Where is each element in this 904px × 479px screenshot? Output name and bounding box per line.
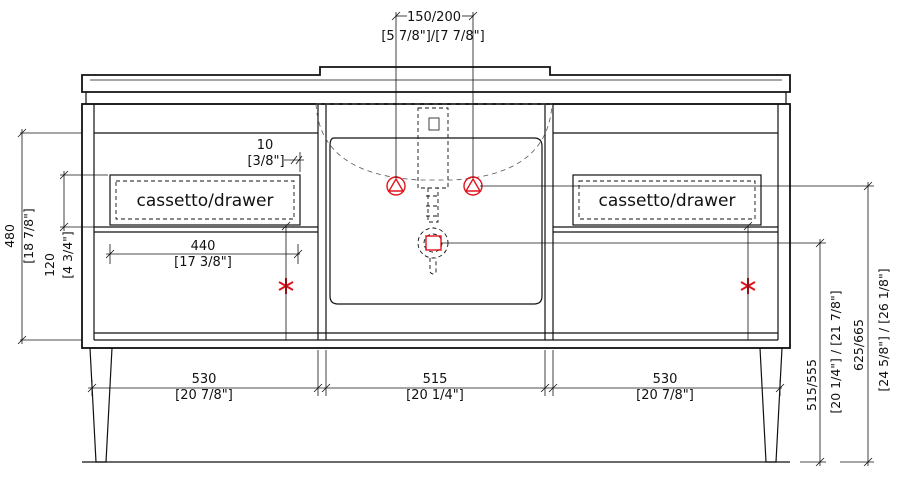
- cabinet-frame: [81, 103, 791, 349]
- drain-marker: [425, 235, 442, 251]
- dim-bay-right-in: [20 7/8"]: [636, 388, 694, 403]
- dim-drawer-width: 440 [17 3/8"]: [105, 239, 303, 270]
- dim-supply-height-in: [24 5/8"] / [26 1/8"]: [876, 268, 891, 391]
- dim-tap-spacing-mm: 150/200: [407, 10, 461, 25]
- dim-drain-height: 515/555 [20 1/4"] / [21 7/8"]: [441, 238, 843, 467]
- dim-drawer-width-in: [17 3/8"]: [174, 255, 232, 270]
- dim-tap-spacing: 150/200 [5 7/8"]/[7 7/8"]: [381, 10, 485, 178]
- dim-shelf-left: [281, 221, 291, 340]
- dim-bay-center-in: [20 1/4"]: [406, 388, 464, 403]
- dim-tap-spacing-in: [5 7/8"]/[7 7/8"]: [381, 29, 484, 44]
- drain-pipe: [417, 107, 449, 275]
- dim-gap: 10 [3/8"]: [247, 138, 304, 172]
- dim-height-480-in: [18 7/8"]: [21, 208, 36, 264]
- dim-drawer-width-mm: 440: [191, 239, 216, 254]
- dim-bay-right-mm: 530: [653, 372, 678, 387]
- drawer-left: cassetto/drawer: [109, 174, 301, 226]
- dim-supply-height: 625/665 [24 5/8"] / [26 1/8"]: [480, 181, 891, 467]
- countertop: [81, 66, 791, 105]
- dim-drain-height-in: [20 1/4"] / [21 7/8"]: [828, 290, 843, 413]
- dim-shelf-right: [743, 221, 753, 340]
- dim-bay-left-in: [20 7/8"]: [175, 388, 233, 403]
- dim-height-480: 480 [18 7/8"]: [2, 128, 82, 345]
- dim-supply-height-mm: 625/665: [851, 319, 866, 371]
- dim-height-120: 120 [4 3/4"]: [42, 170, 108, 279]
- supply-marker-left: [386, 176, 406, 196]
- dim-bay-center-mm: 515: [423, 372, 448, 387]
- drawer-left-label: cassetto/drawer: [137, 191, 274, 211]
- drawer-right-label: cassetto/drawer: [599, 191, 736, 211]
- dim-bay-left-mm: 530: [192, 372, 217, 387]
- sink-basin: [315, 103, 553, 305]
- dim-gap-in: [3/8"]: [247, 154, 284, 169]
- supply-marker-right: [463, 176, 483, 196]
- dim-drain-height-mm: 515/555: [804, 359, 819, 411]
- dim-gap-mm: 10: [257, 138, 274, 153]
- dim-height-480-mm: 480: [2, 224, 17, 248]
- legs: [89, 347, 783, 463]
- dim-bays: [87, 350, 785, 396]
- dim-height-120-in: [4 3/4"]: [60, 231, 75, 279]
- dim-height-120-mm: 120: [42, 253, 57, 277]
- drawer-right: cassetto/drawer: [572, 174, 762, 226]
